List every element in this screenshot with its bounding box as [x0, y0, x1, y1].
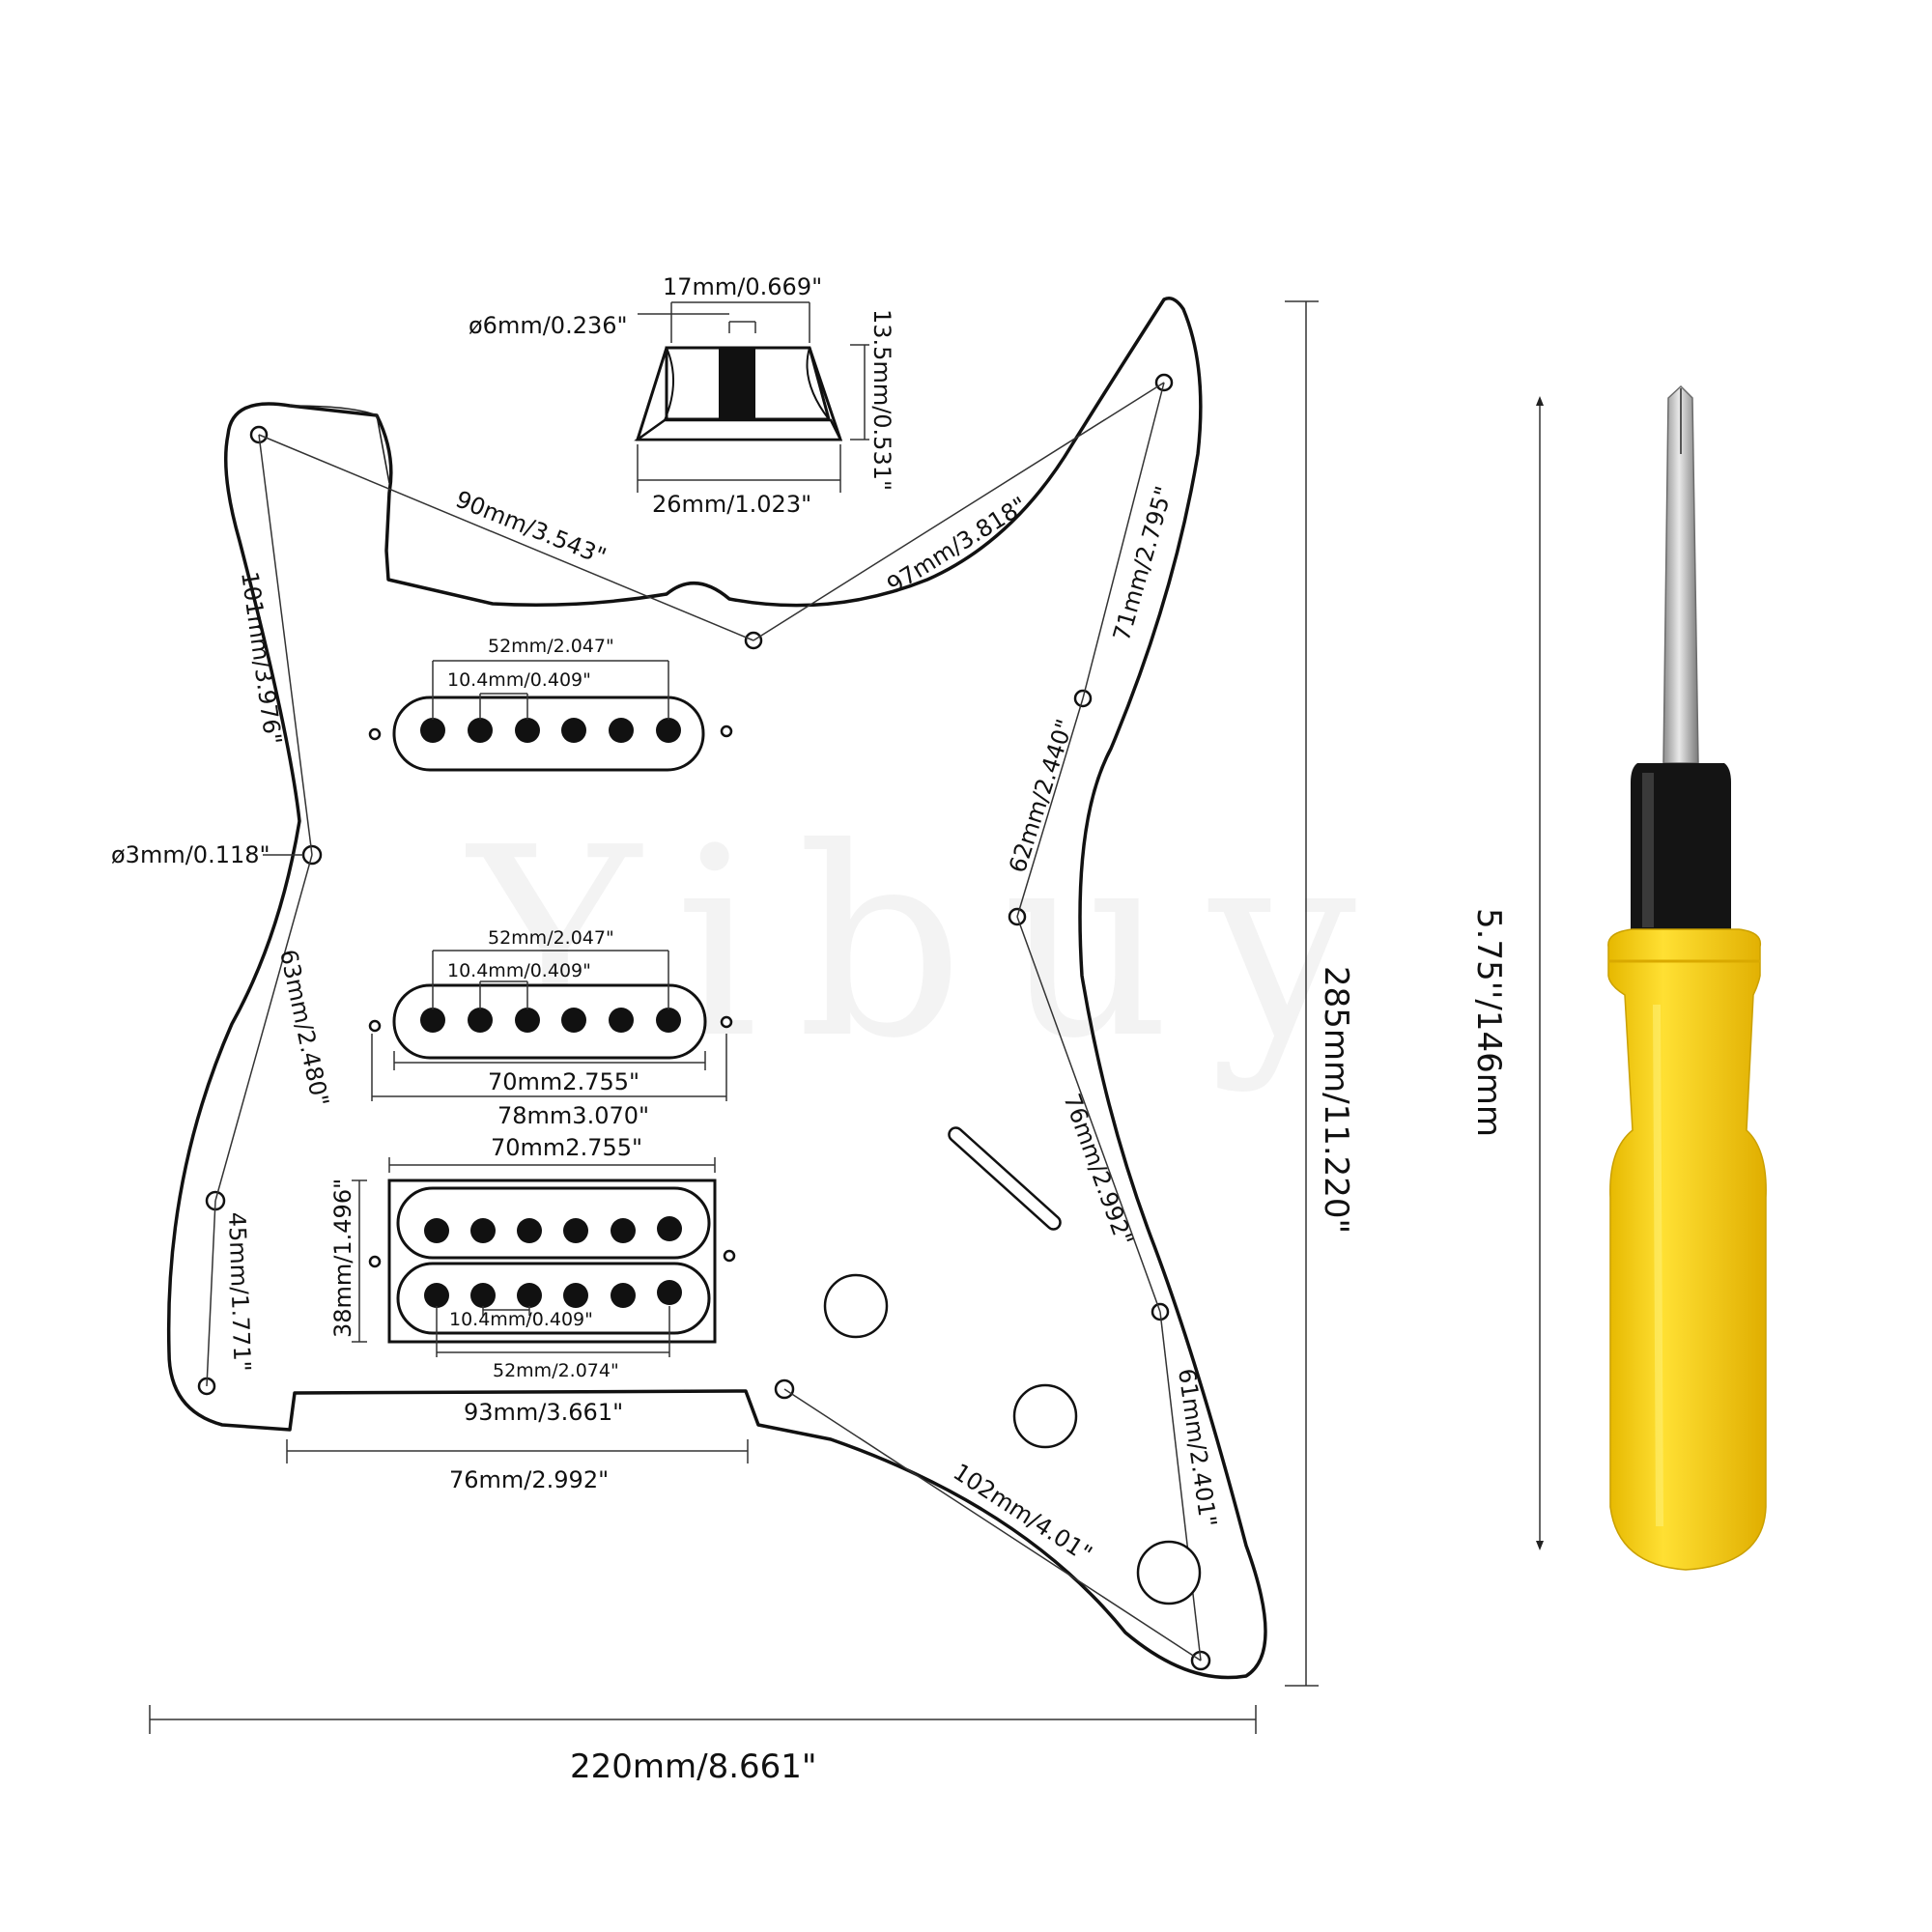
- pickguard-outline: [166, 297, 1267, 1680]
- knob-diagram: [634, 301, 869, 493]
- neck-pole-spacing-label: 10.4mm/0.409": [447, 669, 591, 691]
- screwdriver: [1536, 384, 1767, 1571]
- overall-height-label: 285mm/11.220": [1317, 966, 1355, 1234]
- screwdriver-collar: [1631, 763, 1731, 937]
- neck-pocket-step: [289, 405, 390, 484]
- screw-holes: [197, 373, 1211, 1671]
- neck-pole-span-label: 52mm/2.047": [488, 636, 614, 657]
- knob-height-label: 13.5mm/0.531": [868, 309, 895, 491]
- volume-pot-hole: [823, 1273, 889, 1339]
- bottom-screw-span-label: 93mm/3.661": [464, 1399, 623, 1426]
- knob-bottom-width-label: 26mm/1.023": [652, 491, 811, 518]
- label-hole-6-to-7: 61mm/2.401": [1173, 1367, 1222, 1528]
- knob-shaft-hole: [719, 348, 755, 419]
- screw-dimension-lines: [206, 382, 1202, 1662]
- knob-top-width-label: 17mm/0.669": [663, 273, 822, 300]
- switch-slot: [948, 1126, 1062, 1231]
- middle-pole-span-label: 52mm/2.047": [488, 927, 614, 949]
- tone-pot-hole-2: [1136, 1540, 1202, 1605]
- humbucker-pole-spacing-label: 10.4mm/0.409": [449, 1309, 593, 1330]
- screwdriver-shaft: [1662, 384, 1699, 764]
- humbucker-width-label: 38mm/1.496": [329, 1179, 356, 1338]
- middle-mount-span-label: 78mm3.070": [497, 1102, 649, 1129]
- screwdriver-length-label: 5.75''/146mm: [1469, 908, 1508, 1137]
- label-hole-7-to-8: 102mm/4.01": [949, 1459, 1097, 1568]
- middle-pickup: [368, 950, 733, 1101]
- humbucker-pole-span-label: 52mm/2.074": [493, 1360, 619, 1381]
- overall-width-dimension: [149, 1705, 1257, 1734]
- label-hole-9-to-10: 63mm/2.480": [274, 947, 334, 1108]
- humbucker-pickup: [352, 1157, 736, 1357]
- label-hole-2-to-4: 71mm/2.795": [1108, 483, 1178, 643]
- label-hole-diameter: ø3mm/0.118": [111, 841, 270, 868]
- knob-shaft-diameter-label: ø6mm/0.236": [469, 312, 628, 339]
- bottom-cutout-width-label: 76mm/2.992": [449, 1466, 609, 1493]
- overall-height-dimension: [1285, 300, 1319, 1687]
- overall-width-label: 220mm/8.661": [570, 1747, 817, 1786]
- middle-cover-length-label: 70mm2.755": [488, 1068, 639, 1095]
- tone-pot-hole-1: [1012, 1383, 1078, 1449]
- neck-pickup: [368, 660, 733, 772]
- middle-pole-spacing-label: 10.4mm/0.409": [447, 960, 591, 981]
- label-hole-10-to-11: 45mm/1.771": [223, 1211, 256, 1372]
- screwdriver-handle: [1607, 928, 1767, 1571]
- label-hole-1-to-3: 90mm/3.543": [452, 486, 611, 571]
- humbucker-length-label: 70mm2.755": [491, 1134, 642, 1161]
